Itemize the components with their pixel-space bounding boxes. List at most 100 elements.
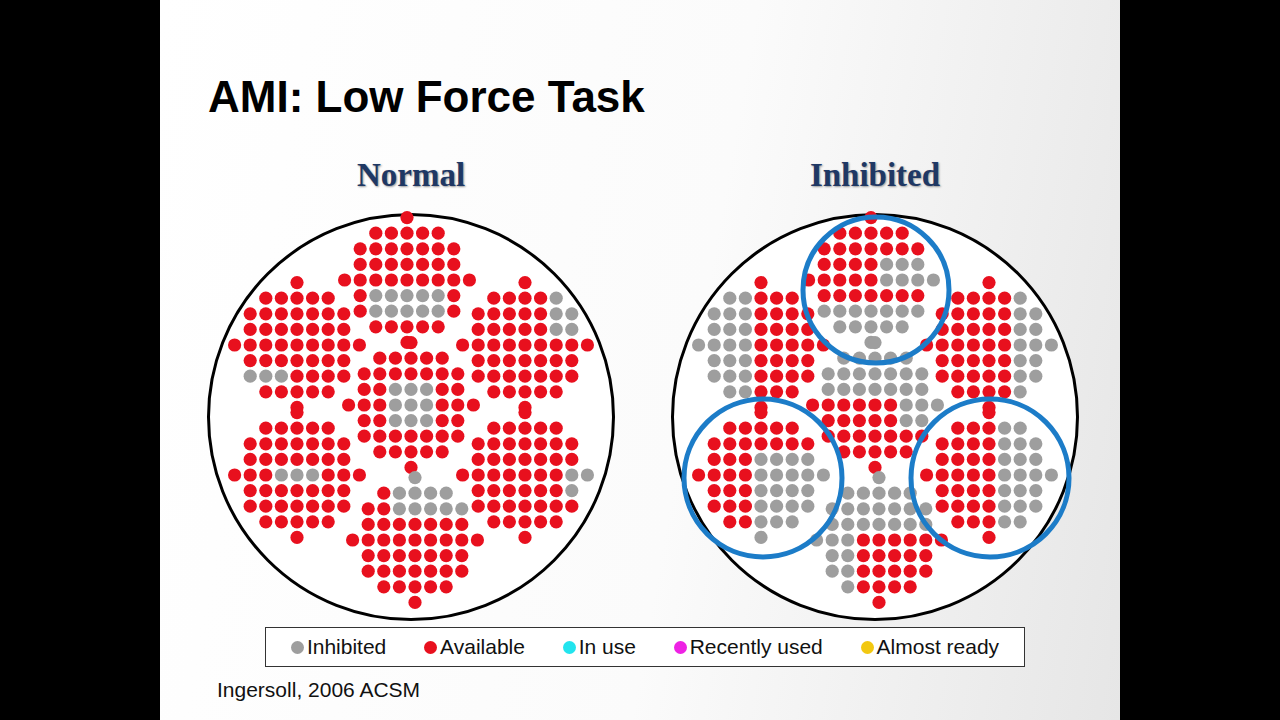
motor-unit-dot: [936, 468, 949, 481]
motor-unit-dot: [416, 320, 429, 333]
motor-unit-dot: [436, 414, 449, 427]
motor-unit-dot: [967, 437, 980, 450]
motor-unit-dot: [550, 323, 563, 336]
motor-unit-dot: [880, 258, 893, 271]
motor-unit-dot: [951, 292, 964, 305]
motor-unit-dot: [565, 453, 578, 466]
motor-unit-dot: [951, 515, 964, 528]
motor-unit-dot: [754, 484, 767, 497]
motor-unit-dot: [385, 227, 398, 240]
motor-unit-dot: [754, 437, 767, 450]
motor-unit-dot: [306, 515, 319, 528]
motor-unit-dot: [692, 338, 705, 351]
motor-unit-dot: [770, 385, 783, 398]
motor-unit-dot: [708, 323, 721, 336]
motor-unit-dot: [739, 307, 752, 320]
motor-unit-dot: [565, 370, 578, 383]
motor-unit-dot: [786, 307, 799, 320]
motor-unit-dot: [1014, 292, 1027, 305]
motor-unit-dot: [408, 502, 421, 515]
motor-unit-dot: [919, 565, 932, 578]
motor-unit-dot: [534, 515, 547, 528]
motor-unit-dot: [369, 258, 382, 271]
motor-unit-dot: [868, 398, 881, 411]
motor-unit-dot: [754, 422, 767, 435]
motor-unit-dot: [377, 533, 390, 546]
motor-unit-dot: [841, 549, 854, 562]
slide-title: AMI: Low Force Task: [208, 72, 645, 122]
motor-unit-dot: [290, 370, 303, 383]
motor-unit-dot: [550, 385, 563, 398]
motor-unit-dot: [1029, 484, 1042, 497]
motor-unit-dot: [290, 468, 303, 481]
motor-unit-dot: [259, 437, 272, 450]
motor-unit-dot: [857, 549, 870, 562]
motor-unit-dot: [982, 468, 995, 481]
motor-unit-dot: [754, 531, 767, 544]
motor-unit-dot: [503, 453, 516, 466]
motor-unit-dot: [786, 468, 799, 481]
motor-unit-dot: [436, 398, 449, 411]
legend-item: Recently used: [674, 635, 823, 659]
motor-unit-dot: [306, 292, 319, 305]
motor-unit-dot: [550, 422, 563, 435]
motor-unit-dot: [998, 484, 1011, 497]
motor-unit-dot: [322, 292, 335, 305]
motor-unit-dot: [786, 370, 799, 383]
motor-unit-dot: [1029, 338, 1042, 351]
motor-unit-dot: [487, 500, 500, 513]
motor-unit-dot: [904, 565, 917, 578]
motor-unit-dot: [998, 500, 1011, 513]
motor-unit-dot: [967, 484, 980, 497]
motor-unit-dot: [472, 453, 485, 466]
motor-unit-dot: [739, 515, 752, 528]
motor-unit-dot: [550, 354, 563, 367]
motor-unit-dot: [967, 422, 980, 435]
motor-unit-dot: [967, 354, 980, 367]
motor-unit-dot: [770, 453, 783, 466]
motor-unit-dot: [833, 258, 846, 271]
motor-unit-dot: [841, 565, 854, 578]
motor-unit-dot: [447, 273, 460, 286]
motor-unit-dot: [884, 383, 897, 396]
motor-unit-dot: [440, 502, 453, 515]
motor-unit-dot: [857, 518, 870, 531]
motor-unit-dot: [880, 227, 893, 240]
motor-unit-dot: [739, 468, 752, 481]
motor-unit-dot: [337, 307, 350, 320]
motor-unit-dot: [770, 500, 783, 513]
motor-unit-dot: [358, 398, 371, 411]
motor-unit-dot: [786, 437, 799, 450]
motor-unit-dot: [518, 531, 531, 544]
motor-unit-dot: [534, 500, 547, 513]
motor-unit-dot: [424, 549, 437, 562]
motor-unit-dot: [982, 406, 995, 419]
motor-unit-dot: [440, 565, 453, 578]
motor-unit-dot: [259, 307, 272, 320]
motor-unit-dot: [1029, 500, 1042, 513]
motor-unit-dot: [565, 468, 578, 481]
motor-unit-dot: [935, 533, 948, 546]
motor-unit-dot: [354, 242, 367, 255]
motor-unit-dot: [373, 445, 386, 458]
motor-unit-dot: [373, 430, 386, 443]
motor-unit-dot: [708, 437, 721, 450]
motor-unit-dot: [389, 445, 402, 458]
motor-unit-dot: [244, 500, 257, 513]
legend-item: Almost ready: [861, 635, 1000, 659]
motor-unit-dot: [456, 338, 469, 351]
circle-heading: Inhibited: [611, 157, 1139, 194]
motor-unit-dot: [275, 323, 288, 336]
motor-unit-dot: [550, 338, 563, 351]
motor-unit-dot: [346, 533, 359, 546]
motor-unit-dot: [581, 468, 594, 481]
motor-unit-dot: [872, 518, 885, 531]
motor-unit-dot: [853, 414, 866, 427]
motor-unit-dot: [373, 414, 386, 427]
motor-unit-dot: [424, 518, 437, 531]
motor-unit-dot: [837, 352, 850, 365]
motor-unit-dot: [503, 370, 516, 383]
motor-unit-dot: [904, 502, 917, 515]
motor-unit-dot: [967, 500, 980, 513]
motor-unit-dot: [534, 307, 547, 320]
